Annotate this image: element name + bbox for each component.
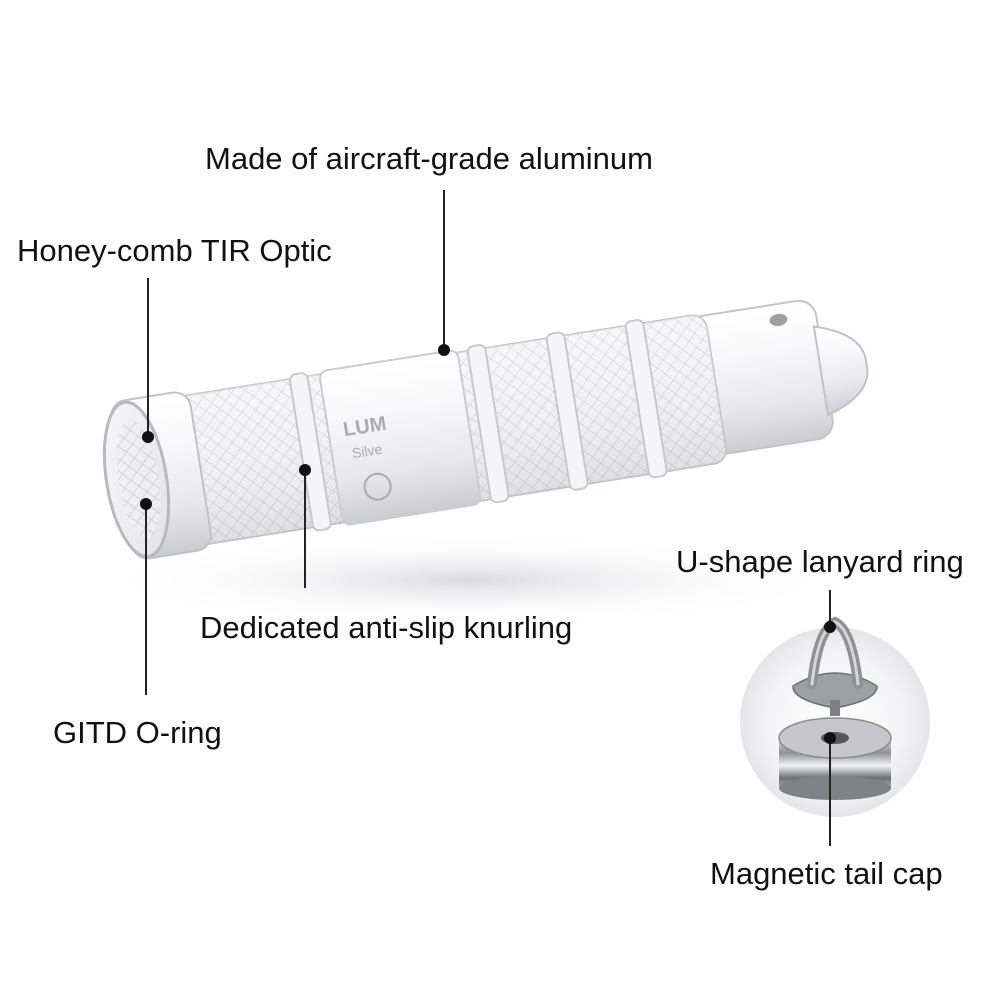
callout-optic: Honey-comb TIR Optic [17,233,332,268]
knurl-grooves [288,319,668,532]
model-marking: Silve [351,441,384,462]
callout-knurling: Dedicated anti-slip knurling [200,610,573,645]
leader-lines [140,190,836,846]
magnetic-cap-icon [778,717,892,800]
lanyard-tip [812,325,869,417]
lanyard-ring-icon [792,616,878,716]
callout-aluminum: Made of aircraft-grade aluminum [205,141,653,176]
callout-tail-cap: Magnetic tail cap [710,856,943,891]
callout-lanyard-ring: U-shape lanyard ring [676,544,964,579]
flashlight-shadow [90,535,850,625]
tail-screw-icon [769,313,788,327]
callout-oring: GITD O-ring [53,715,222,750]
label-band [319,349,482,526]
brand-logo-icon [363,472,392,501]
flashlight: LUM Silve [102,299,869,560]
